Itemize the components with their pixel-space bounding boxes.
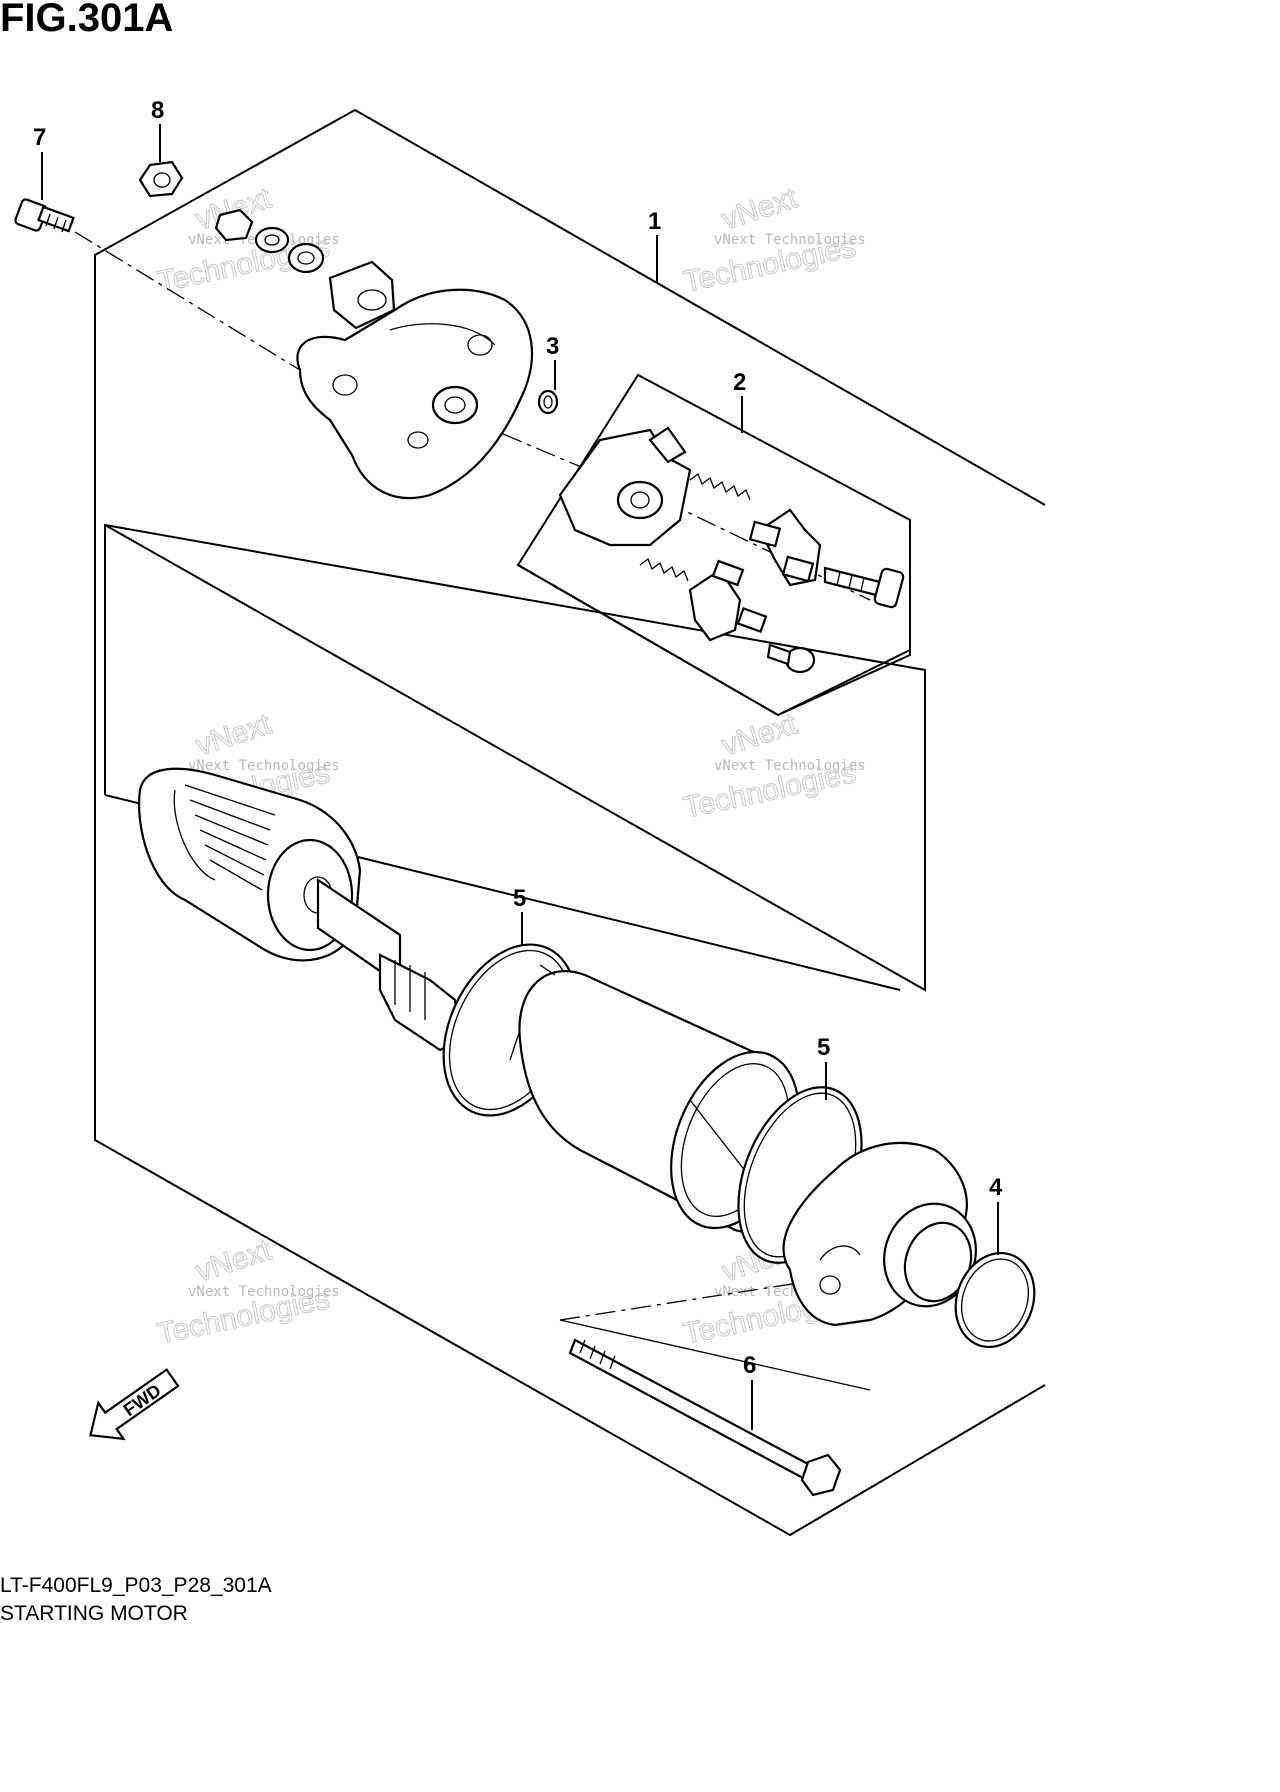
callout-8: 8 — [151, 97, 164, 124]
watermark-4: vNext Technologies vNext Technologies — [680, 707, 866, 825]
armature — [138, 767, 462, 1052]
svg-text:vNext Technologies: vNext Technologies — [714, 232, 866, 248]
brush-holder-part-2 — [558, 426, 905, 674]
through-bolt-part-6 — [568, 1338, 842, 1497]
bolt-part-7 — [14, 198, 75, 233]
rear-end-cover — [296, 288, 534, 500]
callout-4: 4 — [989, 1174, 1003, 1201]
figure-code: LT-F400FL9_P03_P28_301A — [0, 1574, 272, 1597]
front-housing — [782, 1141, 977, 1327]
callout-labels: 1 2 3 4 5 5 6 7 8 — [33, 97, 1003, 1379]
callout-7: 7 — [33, 124, 46, 151]
callout-5b: 5 — [817, 1034, 830, 1061]
watermark-2: vNext Technologies vNext Technologies — [680, 181, 866, 299]
watermark-1: vNext Technologies vNext Technologies — [154, 181, 340, 299]
callout-2: 2 — [733, 369, 746, 396]
nut-part-8 — [138, 160, 184, 198]
washers-end-cover — [214, 208, 325, 274]
svg-text:vNext Technologies: vNext Technologies — [188, 758, 340, 774]
o-ring-part-3 — [537, 389, 559, 415]
svg-text:vNext: vNext — [192, 707, 276, 762]
o-ring-part-4 — [954, 1251, 1036, 1349]
callout-1: 1 — [648, 208, 661, 235]
fwd-arrow: FWD — [89, 1368, 180, 1441]
svg-text:vNext Technologies: vNext Technologies — [188, 1284, 340, 1300]
callout-6: 6 — [743, 1352, 756, 1379]
watermark-5: vNext Technologies vNext Technologies — [154, 1233, 340, 1351]
figure-name: STARTING MOTOR — [0, 1602, 188, 1625]
svg-text:vNext: vNext — [718, 707, 802, 762]
svg-text:vNext Technologies: vNext Technologies — [714, 758, 866, 774]
svg-text:vNext: vNext — [192, 1233, 276, 1288]
svg-text:vNext: vNext — [718, 181, 802, 236]
callout-3: 3 — [546, 333, 559, 360]
figure-title: FIG.301A — [0, 0, 174, 40]
callout-leaders — [41, 124, 999, 1430]
callout-5a: 5 — [513, 885, 526, 912]
